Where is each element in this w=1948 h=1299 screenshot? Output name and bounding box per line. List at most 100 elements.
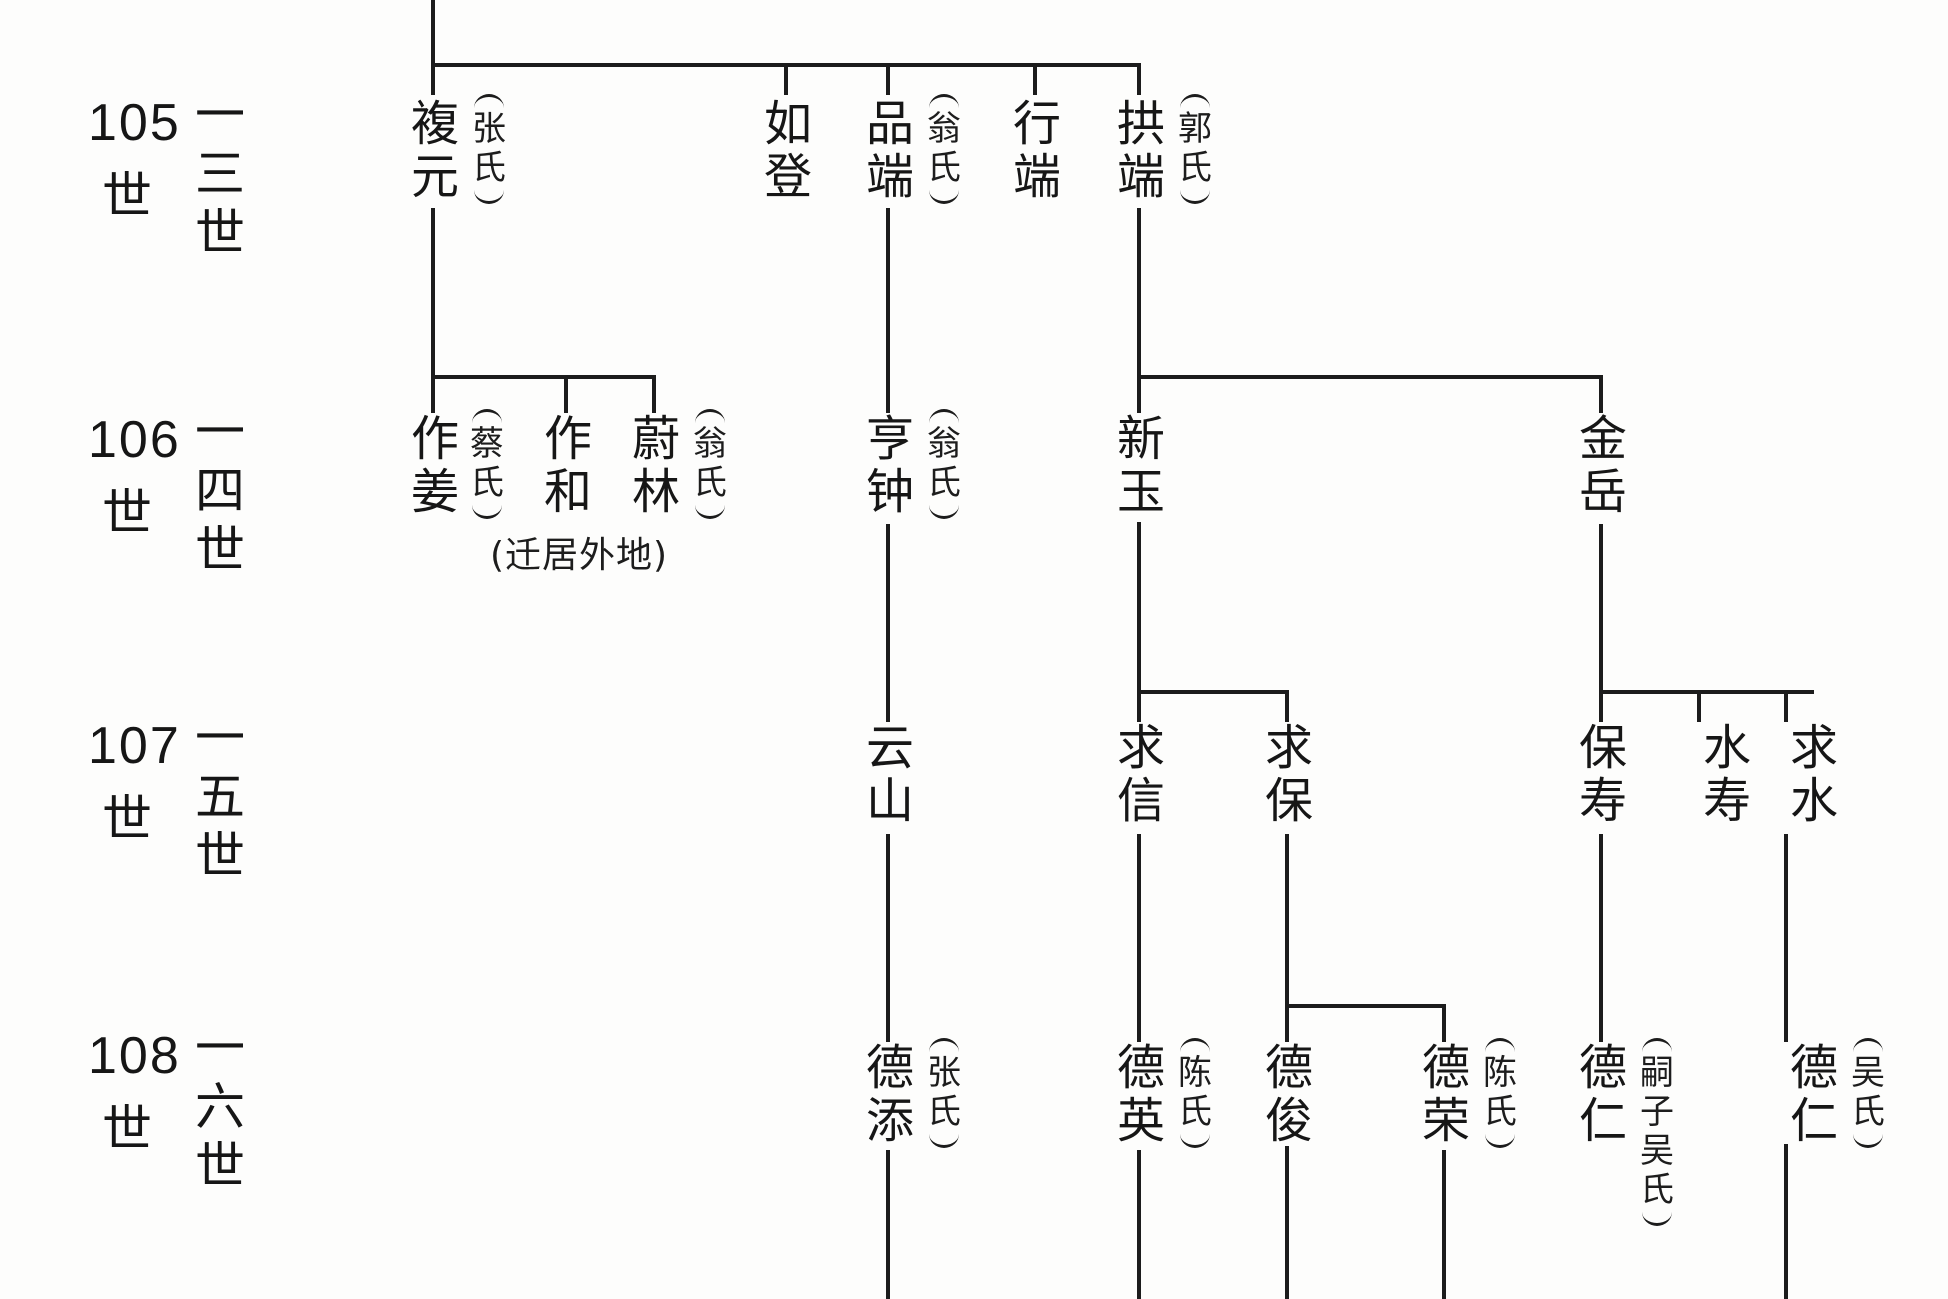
person-de-rong: 德荣	[1421, 1040, 1470, 1149]
person-bao-shou: 保寿	[1578, 720, 1627, 829]
migration-note: (迁居外地)	[490, 535, 669, 576]
person-qiu-shui: 求水	[1789, 720, 1838, 829]
person-shui-shou: 水寿	[1702, 720, 1751, 829]
person-pin-duan-spouse: 翁氏	[922, 94, 966, 206]
person-xing-duan: 行端	[1012, 96, 1061, 205]
line-deying-continues	[1137, 1150, 1141, 1299]
line-rail-jinyue-children	[1599, 690, 1814, 694]
line-rail-fuyuan-children	[431, 375, 656, 379]
paren-top-icon	[929, 94, 959, 108]
line-qiuxin-to-deying	[1137, 834, 1141, 1042]
paren-bottom-icon	[1485, 1134, 1515, 1148]
person-de-ren-b-spouse: 吴氏	[1846, 1038, 1890, 1150]
line-drop-qiubao	[1285, 690, 1289, 722]
gen-107-alt-label: 一五世	[195, 709, 245, 885]
person-heng-zhong-spouse: 翁氏	[922, 409, 966, 521]
line-drop-fuyuan	[431, 63, 435, 95]
person-de-rong-spouse: 陈氏	[1478, 1038, 1522, 1150]
paren-top-icon	[695, 409, 725, 423]
person-de-tian: 德添	[865, 1040, 914, 1149]
paren-top-icon	[1853, 1038, 1883, 1052]
line-gongduan-down	[1137, 208, 1141, 413]
line-yunshan-to-detian	[886, 834, 890, 1042]
paren-bottom-icon	[1180, 1134, 1210, 1148]
person-fu-yuan-spouse: 张氏	[467, 94, 511, 206]
line-xinyu-down	[1137, 522, 1141, 722]
gen-105-shi: 世	[102, 167, 152, 225]
gen-108-shi: 世	[102, 1100, 152, 1158]
paren-top-icon	[472, 409, 502, 423]
person-jin-yue: 金岳	[1578, 411, 1627, 520]
person-de-jun: 德俊	[1264, 1040, 1313, 1149]
person-pin-duan: 品端	[865, 96, 914, 205]
gen-106-number: 106	[88, 411, 181, 469]
paren-bottom-icon	[929, 505, 959, 519]
person-qiu-bao: 求保	[1264, 720, 1313, 829]
person-de-ying: 德英	[1116, 1040, 1165, 1149]
gen-106-alt-label: 一四世	[195, 403, 245, 579]
person-zuo-he: 作和	[543, 411, 592, 520]
person-de-ren-b: 德仁	[1789, 1040, 1838, 1149]
paren-top-icon	[929, 1038, 959, 1052]
line-drop-gongduan	[1137, 63, 1141, 95]
person-yun-shan: 云山	[865, 720, 914, 829]
line-hengzhong-to-yunshan	[886, 524, 890, 722]
paren-bottom-icon	[929, 1134, 959, 1148]
line-drop-shuishou	[1697, 690, 1701, 722]
paren-bottom-icon	[474, 190, 504, 204]
gen-106-shi: 世	[102, 484, 152, 542]
line-rail-xinyu-children	[1137, 690, 1289, 694]
gen-107-number: 107	[88, 717, 181, 775]
person-heng-zhong: 亨钟	[865, 411, 914, 520]
person-de-ren-a-spouse: 嗣子吴氏	[1635, 1038, 1679, 1228]
person-zuo-jiang-spouse: 蔡氏	[465, 409, 509, 521]
paren-bottom-icon	[1853, 1134, 1883, 1148]
line-jinyue-down	[1599, 524, 1603, 722]
paren-top-icon	[1642, 1038, 1672, 1052]
person-xin-yu: 新玉	[1116, 411, 1165, 520]
paren-top-icon	[929, 409, 959, 423]
gen-108-number: 108	[88, 1027, 181, 1085]
line-pinduan-to-hengzhong	[886, 208, 890, 413]
person-gong-duan: 拱端	[1116, 96, 1165, 205]
line-drop-pinduan	[886, 63, 890, 95]
line-drop-derong	[1442, 1004, 1446, 1042]
person-qiu-xin: 求信	[1116, 720, 1165, 829]
line-drop-xingduan	[1033, 63, 1037, 95]
person-wei-lin: 蔚林	[631, 411, 680, 520]
person-ru-deng: 如登	[763, 96, 812, 205]
gen-108-alt-label: 一六世	[195, 1019, 245, 1195]
line-top-stem	[431, 0, 435, 65]
line-qiushui-to-deren	[1784, 834, 1788, 1042]
line-fuyuan-down	[431, 208, 435, 413]
paren-top-icon	[474, 94, 504, 108]
paren-bottom-icon	[472, 505, 502, 519]
line-baoshou-to-deren	[1599, 834, 1603, 1042]
line-dejun-continues	[1285, 1146, 1289, 1299]
line-drop-zuohe	[564, 375, 568, 413]
person-de-tian-spouse: 张氏	[922, 1038, 966, 1150]
line-rail-gongduan-children	[1137, 375, 1603, 379]
paren-bottom-icon	[1642, 1212, 1672, 1226]
paren-bottom-icon	[695, 505, 725, 519]
line-drop-rudeng	[784, 63, 788, 95]
gen-107-shi: 世	[102, 790, 152, 848]
paren-bottom-icon	[929, 190, 959, 204]
person-wei-lin-spouse: 翁氏	[688, 409, 732, 521]
paren-top-icon	[1485, 1038, 1515, 1052]
paren-top-icon	[1180, 94, 1210, 108]
line-drop-weilin	[652, 375, 656, 413]
line-detian-continues	[886, 1150, 890, 1299]
person-de-ren-a: 德仁	[1578, 1040, 1627, 1149]
line-rail-qiubao-children	[1285, 1004, 1446, 1008]
person-zuo-jiang: 作姜	[410, 411, 459, 520]
line-drop-jinyue	[1599, 375, 1603, 413]
person-fu-yuan: 複元	[410, 96, 459, 205]
paren-top-icon	[1180, 1038, 1210, 1052]
line-derong-continues	[1442, 1150, 1446, 1299]
paren-bottom-icon	[1180, 190, 1210, 204]
person-de-ying-spouse: 陈氏	[1173, 1038, 1217, 1150]
line-drop-qiushui	[1784, 690, 1788, 722]
line-deren-b-continues	[1784, 1144, 1788, 1299]
